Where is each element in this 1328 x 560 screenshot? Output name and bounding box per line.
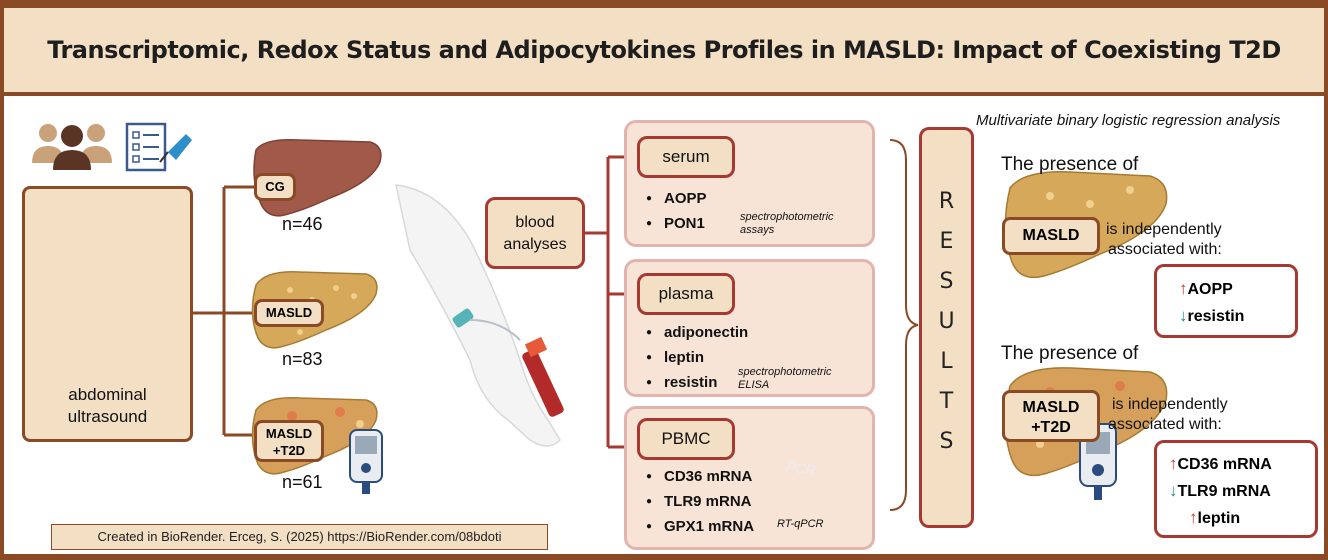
results-letter: R xyxy=(938,189,955,214)
marker-label: TLR9 mRNA xyxy=(1177,483,1271,500)
finding-2-condition: MASLD +T2D xyxy=(1002,390,1100,442)
results-letter: S xyxy=(939,429,954,454)
list-item: resistin xyxy=(646,370,748,395)
panel-plasma-method: spectrophotometric ELISA xyxy=(738,366,832,392)
group-label-masld: MASLD xyxy=(254,299,324,327)
results-brace xyxy=(889,139,919,511)
list-item: adiponectin xyxy=(646,320,748,345)
panel-plasma-header: plasma xyxy=(637,273,735,315)
list-item: GPX1 mRNA xyxy=(646,514,754,539)
marker-label: CD36 mRNA xyxy=(1177,456,1272,473)
page-title: Transcriptomic, Redox Status and Adipocy… xyxy=(47,36,1281,64)
ultrasound-label-line2: ultrasound xyxy=(67,407,148,426)
ultrasound-box xyxy=(22,186,193,442)
arrow-down-icon: ↓ xyxy=(1169,481,1178,500)
finding-2-condition-line2: +T2D xyxy=(1031,419,1071,436)
list-item: leptin xyxy=(646,345,748,370)
marker-label: leptin xyxy=(1197,510,1241,527)
method-line: spectrophotometric xyxy=(740,211,834,223)
blood-analyses-box: blood analyses xyxy=(485,197,585,269)
ultrasound-label-line1: abdominal xyxy=(68,385,147,404)
finding-2-condition-line1: MASLD xyxy=(1022,399,1080,416)
frame-left xyxy=(0,0,4,560)
panel-pbmc-method: RT-qPCR xyxy=(777,518,823,531)
questionnaire-icon xyxy=(125,122,192,172)
results-letter: S xyxy=(939,269,954,294)
list-item: AOPP xyxy=(646,186,707,211)
finding-1-assoc: is independently associated with: xyxy=(1106,220,1222,260)
group-bracket xyxy=(193,185,254,437)
method-line: assays xyxy=(740,224,775,236)
marker-row: ↓TLR9 mRNA xyxy=(1169,477,1315,504)
results-letter: T xyxy=(939,389,954,414)
marker-row: ↑leptin xyxy=(1169,504,1315,531)
finding-2-assoc-line2: associated with: xyxy=(1108,416,1222,433)
panel-serum-items: AOPP PON1 xyxy=(646,186,707,236)
arrow-up-icon: ↑ xyxy=(1179,279,1188,298)
panel-plasma-header-text: plasma xyxy=(658,284,714,303)
credit-text: Created in BioRender. Erceg, S. (2025) h… xyxy=(97,529,502,544)
method-line: ELISA xyxy=(738,379,770,391)
method-line: spectrophotometric xyxy=(738,366,832,378)
finding-2-heading: The presence of xyxy=(1001,343,1139,364)
ultrasound-label: abdominal ultrasound xyxy=(22,384,193,428)
panel-pbmc-items: CD36 mRNA TLR9 mRNA GPX1 mRNA xyxy=(646,464,754,539)
marker-row: ↑AOPP xyxy=(1179,275,1295,302)
group-label-masld-t2d-line2: +T2D xyxy=(272,443,306,458)
results-letter: U xyxy=(938,309,955,334)
panel-pbmc-header: PBMC xyxy=(637,418,735,460)
results-letter: L xyxy=(940,349,953,374)
marker-label: resistin xyxy=(1187,308,1245,325)
analysis-title: Multivariate binary logistic regression … xyxy=(976,112,1281,129)
group-label-cg-text: CG xyxy=(265,179,285,194)
arm-iv-icon xyxy=(395,184,564,447)
arrow-up-icon: ↑ xyxy=(1169,454,1178,473)
results-letter: E xyxy=(939,229,954,254)
finding-2-assoc: is independently associated with: xyxy=(1108,395,1228,435)
finding-1-heading: The presence of xyxy=(1001,154,1139,175)
marker-label: AOPP xyxy=(1187,281,1233,298)
panel-serum-header: serum xyxy=(637,136,735,178)
method-line: RT-qPCR xyxy=(777,518,824,530)
finding-2-assoc-line1: is independently xyxy=(1112,396,1228,413)
results-box: R E S U L T S xyxy=(919,127,974,528)
panel-plasma-items: adiponectin leptin resistin xyxy=(646,320,748,395)
marker-row: ↓resistin xyxy=(1179,302,1295,329)
finding-1-assoc-line2: associated with: xyxy=(1108,241,1222,258)
panel-serum-header-text: serum xyxy=(662,147,710,166)
list-item: CD36 mRNA xyxy=(646,464,754,489)
frame-bottom xyxy=(0,554,1328,560)
blood-label-line2: analyses xyxy=(503,236,567,253)
finding-1-condition: MASLD xyxy=(1002,217,1100,255)
glucometer-icon xyxy=(349,429,383,494)
finding-1-assoc-line1: is independently xyxy=(1106,221,1222,238)
title-band xyxy=(4,8,1324,96)
marker-row: ↑CD36 mRNA xyxy=(1169,450,1315,477)
arrow-up-icon: ↑ xyxy=(1189,508,1198,527)
frame-top xyxy=(0,0,1328,8)
panel-pbmc-header-text: PBMC xyxy=(661,429,711,448)
finding-1-condition-text: MASLD xyxy=(1022,227,1080,244)
group-n-masld: n=83 xyxy=(282,349,323,369)
arrow-down-icon: ↓ xyxy=(1179,306,1188,325)
list-item: PON1 xyxy=(646,211,707,236)
finding-2-markers: ↑CD36 mRNA ↓TLR9 mRNA ↑leptin xyxy=(1154,440,1318,538)
group-n-masld-t2d: n=61 xyxy=(282,472,323,492)
group-label-masld-t2d-line1: MASLD xyxy=(265,426,313,441)
finding-1-markers: ↑AOPP ↓resistin xyxy=(1154,264,1298,338)
group-label-masld-text: MASLD xyxy=(265,305,313,320)
group-n-cg: n=46 xyxy=(282,214,323,234)
blood-label-line1: blood xyxy=(515,214,555,231)
group-label-masld-t2d: MASLD +T2D xyxy=(254,420,324,462)
list-item: TLR9 mRNA xyxy=(646,489,754,514)
credit-footer: Created in BioRender. Erceg, S. (2025) h… xyxy=(51,524,548,550)
frame-right xyxy=(1324,0,1328,560)
group-label-cg: CG xyxy=(254,173,296,201)
panel-serum-method: spectrophotometric assays xyxy=(740,211,834,237)
people-icon xyxy=(32,124,112,170)
